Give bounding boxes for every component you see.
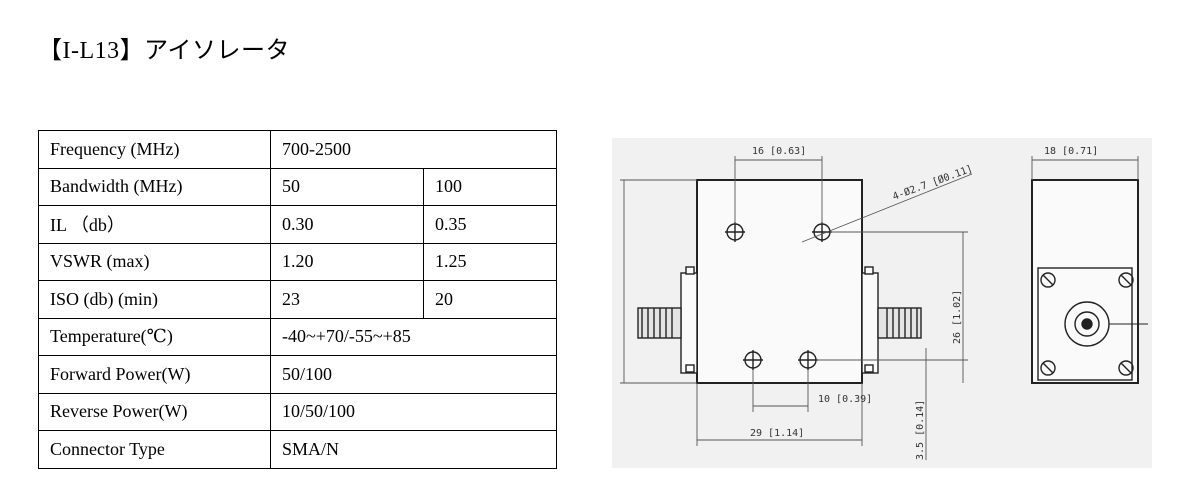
spec-value: 100 <box>423 167 557 206</box>
spec-value: 1.20 <box>270 242 424 281</box>
dim-bottom-holes: 10 [0.39] <box>818 394 872 405</box>
spec-label: IL （db） <box>38 205 271 244</box>
spec-value: 20 <box>423 280 557 319</box>
spec-label: Connector Type <box>38 430 271 469</box>
spec-table: Frequency (MHz) 700-2500 Bandwidth (MHz)… <box>38 130 557 469</box>
spec-label: Forward Power(W) <box>38 355 271 394</box>
spec-value: SMA/N <box>270 430 557 469</box>
spec-label: Temperature(℃) <box>38 317 271 356</box>
dim-body-width: 29 [1.14] <box>750 428 804 439</box>
isolator-body <box>696 179 863 384</box>
spec-value: 700-2500 <box>270 130 557 169</box>
spec-label: ISO (db) (min) <box>38 280 271 319</box>
dim-offset: 3.5 [0.14] <box>915 400 926 460</box>
right-connector <box>861 266 922 374</box>
table-row-forward-power: Forward Power(W) 50/100 <box>38 355 557 394</box>
spec-value: 10/50/100 <box>270 392 557 431</box>
spec-label: Reverse Power(W) <box>38 392 271 431</box>
spec-label: Frequency (MHz) <box>38 130 271 169</box>
table-row-bandwidth: Bandwidth (MHz) 50 100 <box>38 167 557 206</box>
table-row-frequency: Frequency (MHz) 700-2500 <box>38 130 557 169</box>
table-row-connector: Connector Type SMA/N <box>38 430 557 469</box>
table-row-reverse-power: Reverse Power(W) 10/50/100 <box>38 392 557 431</box>
spec-value: 0.35 <box>423 205 557 244</box>
side-view <box>1031 179 1148 384</box>
spec-label: VSWR (max) <box>38 242 271 281</box>
table-row-temperature: Temperature(℃) -40~+70/-55~+85 <box>38 317 557 356</box>
dimension-drawing: 16 [0.63] 4-Ø2.7 [Ø0.11] 18 [0.71] 26 [1… <box>612 138 1152 473</box>
spec-value: 50 <box>270 167 424 206</box>
spec-value: 23 <box>270 280 424 319</box>
spec-value: 1.25 <box>423 242 557 281</box>
spec-label: Bandwidth (MHz) <box>38 167 271 206</box>
drawing-svg: 16 [0.63] 4-Ø2.7 [Ø0.11] 18 [0.71] 26 [1… <box>612 138 1152 468</box>
dim-side-width: 18 [0.71] <box>1044 146 1098 157</box>
page-title: 【I-L13】アイソレータ <box>38 38 290 64</box>
table-row-vswr: VSWR (max) 1.20 1.25 <box>38 242 557 281</box>
spec-value: 0.30 <box>270 205 424 244</box>
spec-value: 50/100 <box>270 355 557 394</box>
spec-value: -40~+70/-55~+85 <box>270 317 557 356</box>
table-row-il: IL （db） 0.30 0.35 <box>38 205 557 244</box>
left-connector <box>637 266 698 374</box>
mounting-hole <box>743 350 763 370</box>
dim-top-holes: 16 [0.63] <box>752 146 806 157</box>
dim-vertical-holes: 26 [1.02] <box>952 290 963 344</box>
table-row-iso: ISO (db) (min) 23 20 <box>38 280 557 319</box>
